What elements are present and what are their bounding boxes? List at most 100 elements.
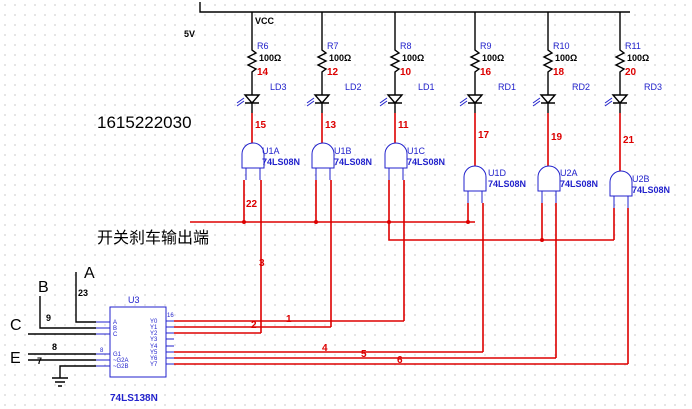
resistor-symbol <box>246 40 258 88</box>
net-label: 13 <box>325 120 337 131</box>
net-label: 10 <box>400 67 412 78</box>
resistor-ref: R9 <box>480 41 492 51</box>
net-label: 21 <box>623 135 635 146</box>
input-c-label: C <box>10 317 22 334</box>
resistor-symbol <box>389 40 401 88</box>
and-gate-symbol <box>384 142 408 169</box>
input-net-label: 23 <box>78 288 88 298</box>
pin-y0: Y0 <box>150 319 158 325</box>
led-emission-arrows <box>604 97 613 107</box>
resistor-value: 100Ω <box>402 53 424 63</box>
resistor-value: 100Ω <box>555 53 577 63</box>
led-symbol <box>539 88 557 113</box>
gate-ref: U2B <box>632 174 650 184</box>
pin-y1: Y1 <box>150 325 158 331</box>
net-label: 4 <box>322 343 328 354</box>
led-symbol <box>386 88 404 113</box>
pin-y4: Y4 <box>150 344 158 350</box>
gate-ref: U1A <box>262 146 280 156</box>
gate-ref: U1C <box>407 146 426 156</box>
gate-part: 74LS08N <box>262 157 300 167</box>
input-e-label: E <box>10 350 21 367</box>
decoder-gnd-pin: 8 <box>100 348 104 354</box>
pin-b: B <box>113 326 117 332</box>
resistor-ref: R11 <box>625 41 641 51</box>
led-emission-arrows <box>532 97 541 107</box>
supply-voltage-label: 5V <box>184 29 195 39</box>
input-b-label: B <box>38 279 49 296</box>
resistor-ref: R8 <box>400 41 412 51</box>
led-ref: LD1 <box>418 82 435 92</box>
net-label: 14 <box>257 67 269 78</box>
net-label: 11 <box>398 120 409 131</box>
net-label: 6 <box>397 355 403 366</box>
resistor-value: 100Ω <box>482 53 504 63</box>
student-id-label: 1615222030 <box>97 113 192 132</box>
channel-ld3: R6 100Ω 14 LD3 15 U1A 74LS08N 22 3 <box>236 40 300 333</box>
pin-c: C <box>113 332 118 338</box>
pin-y6: Y6 <box>150 356 158 362</box>
led-symbol <box>466 88 484 113</box>
gate-ref: U1B <box>334 146 352 156</box>
input-a-label: A <box>84 265 95 282</box>
decoder-inputs: A 23 B 9 C E 8 7 <box>10 265 96 387</box>
resistor-symbol <box>614 40 626 88</box>
net-label: 20 <box>625 67 637 78</box>
decoder-ref: U3 <box>128 295 140 305</box>
gate-part: 74LS08N <box>560 179 598 189</box>
net-label: 5 <box>361 349 367 360</box>
gate-ref: U1D <box>488 168 507 178</box>
gate-part: 74LS08N <box>488 179 526 189</box>
net-label: 19 <box>551 132 563 143</box>
resistor-ref: R7 <box>327 41 339 51</box>
input-net-label: 9 <box>46 313 51 323</box>
and-gate-symbol <box>609 170 633 197</box>
gate-part: 74LS08N <box>632 185 670 195</box>
decoder-body <box>109 306 167 378</box>
brake-switch-bus: 开关刹车输出端 <box>97 220 614 247</box>
junction-dot <box>466 220 470 224</box>
led-ref: LD2 <box>345 82 362 92</box>
led-emission-arrows <box>379 97 388 107</box>
net-label: 12 <box>327 67 339 78</box>
led-ref: RD2 <box>572 82 590 92</box>
junction-dot <box>242 220 246 224</box>
led-emission-arrows <box>459 97 468 107</box>
pin-g2a: ~G2A <box>113 358 129 364</box>
led-ref: LD3 <box>270 82 287 92</box>
and-gate-symbol <box>311 142 335 169</box>
pin-g2b: ~G2B <box>113 364 129 370</box>
decoder-74ls138: U3 74LS138N 16 8 A B C G1 ~G2A ~G2B Y0 Y… <box>96 295 174 404</box>
net-label: 2 <box>251 320 257 331</box>
gate-part: 74LS08N <box>407 157 445 167</box>
led-emission-arrows <box>236 97 245 107</box>
net-label: 3 <box>259 258 265 269</box>
pin-y2: Y2 <box>150 331 158 337</box>
decoder-vcc-pin: 16 <box>167 313 174 319</box>
decoder-output-wires <box>174 320 628 365</box>
led-symbol <box>611 88 629 113</box>
net-label: 15 <box>255 120 267 131</box>
and-gate-symbol <box>241 142 265 169</box>
led-emission-arrows <box>306 97 315 107</box>
net-label: 18 <box>553 67 565 78</box>
vcc-rail-label: VCC <box>255 16 275 26</box>
channel-rd2: R10 100Ω 18 RD2 19 U2A 74LS08N 5 <box>361 40 598 360</box>
channel-rd3: R11 100Ω 20 RD3 21 U2B 74LS08N 6 <box>397 40 670 366</box>
input-net-label: 7 <box>37 356 42 366</box>
led-ref: RD3 <box>644 82 662 92</box>
and-gate-symbol <box>463 165 487 192</box>
input-net-label: 8 <box>52 342 57 352</box>
decoder-part: 74LS138N <box>110 393 158 404</box>
pin-y3: Y3 <box>150 337 158 343</box>
brake-output-label: 开关刹车输出端 <box>97 229 209 247</box>
pin-y5: Y5 <box>150 350 158 356</box>
junction-dot <box>540 238 544 242</box>
resistor-value: 100Ω <box>627 53 649 63</box>
led-symbol <box>243 88 261 113</box>
net-label: 16 <box>480 67 492 78</box>
led-symbol <box>313 88 331 113</box>
led-ref: RD1 <box>498 82 516 92</box>
channel-rd1: R9 100Ω 16 RD1 17 U1D 74LS08N 4 <box>322 40 526 354</box>
vcc-rail: 5V VCC <box>184 2 630 40</box>
